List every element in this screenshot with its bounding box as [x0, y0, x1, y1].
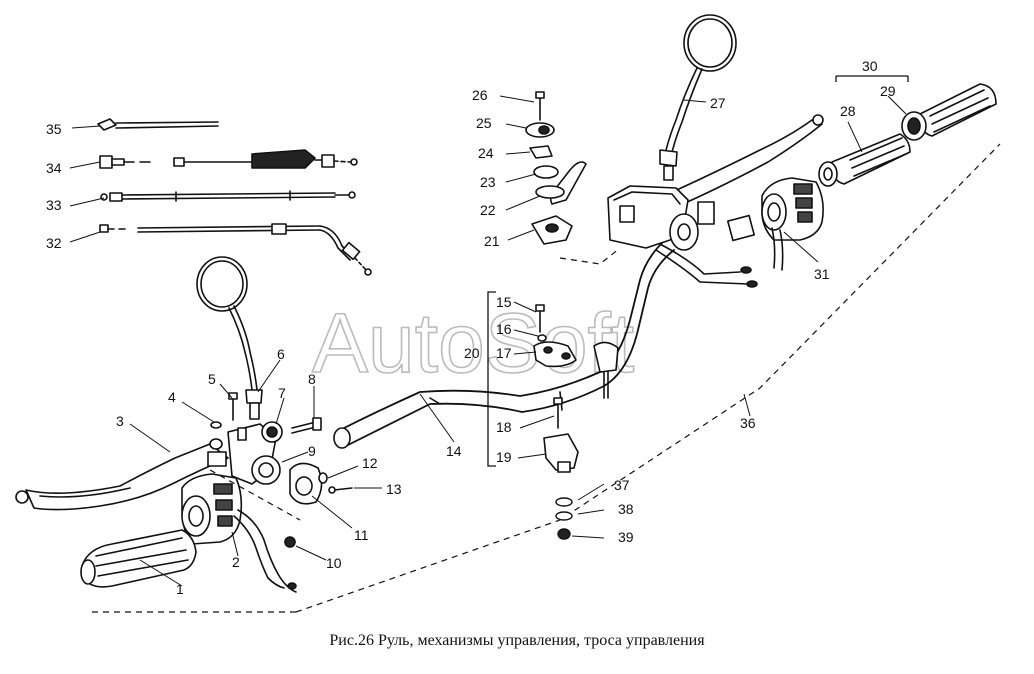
- left-mirror: [196, 256, 263, 420]
- left-grip: [80, 529, 197, 588]
- ring-12: [318, 472, 328, 484]
- callout-28: 28: [840, 103, 856, 119]
- callout-32: 32: [46, 235, 62, 251]
- handlebar: [333, 239, 675, 449]
- screw-15: [535, 304, 545, 333]
- callout-20: 20: [464, 345, 480, 361]
- callout-24: 24: [478, 145, 494, 161]
- callout-13: 13: [386, 481, 402, 497]
- washer-23: [533, 165, 559, 179]
- callout-26: 26: [472, 87, 488, 103]
- figure-caption: Рис.26 Руль, механизмы управления, троса…: [329, 632, 705, 649]
- callout-27: 27: [710, 95, 726, 111]
- clamp-11: [289, 462, 323, 505]
- callout-5: 5: [208, 371, 216, 387]
- washer-38: [555, 511, 573, 521]
- cable-33: [100, 190, 356, 202]
- callout-8: 8: [308, 371, 316, 387]
- callout-34: 34: [46, 160, 62, 176]
- callout-38: 38: [618, 501, 634, 517]
- cable-35: [97, 118, 219, 131]
- screw-26: [535, 91, 545, 121]
- plate-24: [529, 145, 553, 159]
- nut-39: [557, 528, 571, 540]
- cable-34: [99, 149, 358, 169]
- watermark-text: AutoSoft: [312, 296, 634, 390]
- master-cylinder: [607, 185, 758, 288]
- callout-23: 23: [480, 174, 496, 190]
- callout-9: 9: [308, 443, 316, 459]
- callout-10: 10: [326, 555, 342, 571]
- screw-18: [553, 397, 563, 429]
- riser-clamp-left: [593, 341, 619, 399]
- right-lever: [649, 114, 824, 215]
- callout-19: 19: [496, 449, 512, 465]
- cable-32: [99, 223, 372, 276]
- right-switch-block: [761, 177, 824, 271]
- callout-31: 31: [814, 266, 830, 282]
- ring-22: [535, 185, 565, 199]
- callout-6: 6: [277, 346, 285, 362]
- callout-1: 1: [176, 581, 184, 597]
- right-mirror: [659, 14, 737, 181]
- left-lever: [15, 438, 229, 511]
- washer-4: [210, 421, 222, 429]
- callout-36: 36: [740, 415, 756, 431]
- callout-4: 4: [168, 389, 176, 405]
- callout-25: 25: [476, 115, 492, 131]
- bush-7: [261, 421, 283, 443]
- bolt-8: [291, 417, 322, 434]
- leader-lines: [69, 95, 907, 587]
- callout-33: 33: [46, 197, 62, 213]
- bracket-lines: [487, 75, 909, 467]
- callout-12: 12: [362, 455, 378, 471]
- dashed-guides: [90, 143, 1001, 613]
- washer-37: [555, 497, 573, 507]
- callout-29: 29: [880, 83, 896, 99]
- callout-3: 3: [116, 413, 124, 429]
- callout-15: 15: [496, 294, 512, 310]
- throttle-tube: [818, 133, 911, 187]
- right-grip: [901, 83, 997, 141]
- hardware-stack: [555, 497, 573, 540]
- washer-16: [537, 334, 547, 342]
- callout-30: 30: [862, 58, 878, 74]
- callout-37: 37: [614, 477, 630, 493]
- clamp-19: [543, 433, 579, 473]
- screw-13: [328, 486, 353, 494]
- callout-labels: 1 2 3 4 5 6 7 8 9 10 11 12 13 14 15 16 1…: [46, 58, 896, 597]
- washer-25: [525, 122, 555, 138]
- left-switch-block: [181, 473, 297, 593]
- callout-39: 39: [618, 529, 634, 545]
- callout-18: 18: [496, 419, 512, 435]
- callout-11: 11: [354, 527, 369, 543]
- callout-14: 14: [446, 443, 462, 459]
- nut-10: [284, 536, 296, 548]
- callout-17: 17: [496, 345, 512, 361]
- callout-21: 21: [484, 233, 500, 249]
- callout-7: 7: [278, 385, 286, 401]
- callout-16: 16: [496, 321, 512, 337]
- callout-2: 2: [232, 554, 240, 570]
- screw-5: [228, 392, 238, 421]
- right-spacer: [726, 214, 756, 242]
- body-21: [531, 215, 573, 245]
- callout-35: 35: [46, 121, 62, 137]
- clamp-17: [533, 341, 577, 368]
- callout-22: 22: [480, 202, 496, 218]
